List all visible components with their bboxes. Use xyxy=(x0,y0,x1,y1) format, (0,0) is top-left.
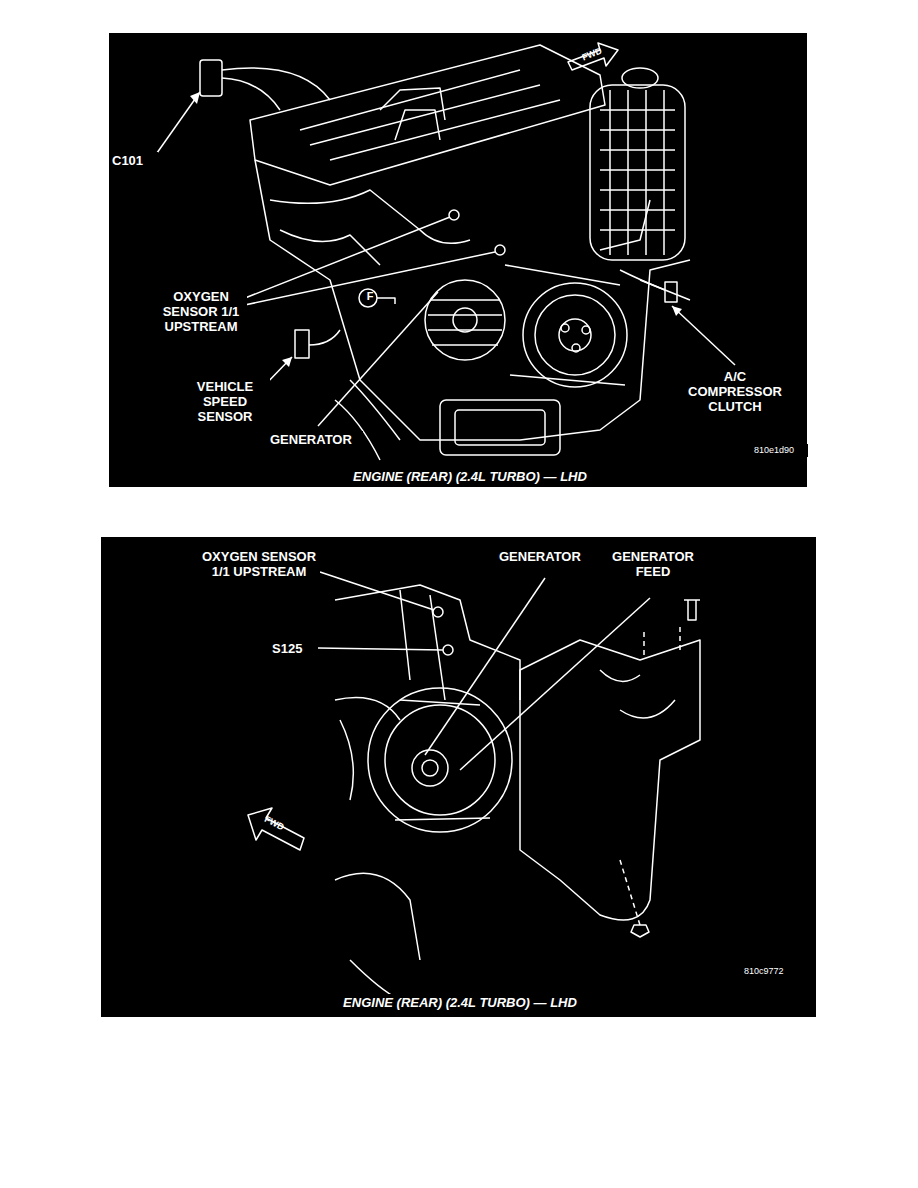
figure-code: 810e1d90 xyxy=(752,444,808,457)
panel-ground xyxy=(109,33,807,487)
part-label: A/C COMPRESSOR CLUTCH xyxy=(680,368,790,415)
figure-caption: ENGINE (REAR) (2.4L TURBO) — LHD xyxy=(280,994,640,1011)
part-label: GENERATOR FEED xyxy=(608,548,698,580)
figure-caption: ENGINE (REAR) (2.4L TURBO) — LHD xyxy=(290,468,650,485)
panel-ground xyxy=(101,537,816,1017)
part-label: GENERATOR xyxy=(497,548,592,565)
part-label: OXYGEN SENSOR 1/1 UPSTREAM xyxy=(198,548,320,580)
engine-drawing xyxy=(152,43,735,1000)
part-label: GENERATOR xyxy=(268,431,363,448)
arrowheads xyxy=(190,92,682,367)
part-label: OXYGEN SENSOR 1/1 UPSTREAM xyxy=(155,288,247,335)
symbol-letter: F xyxy=(363,290,377,303)
figure-code: 810c9772 xyxy=(742,965,798,978)
connector-label: C101 xyxy=(110,152,158,169)
part-label: VEHICLE SPEED SENSOR xyxy=(180,378,270,425)
splice-label: S125 xyxy=(270,640,318,657)
